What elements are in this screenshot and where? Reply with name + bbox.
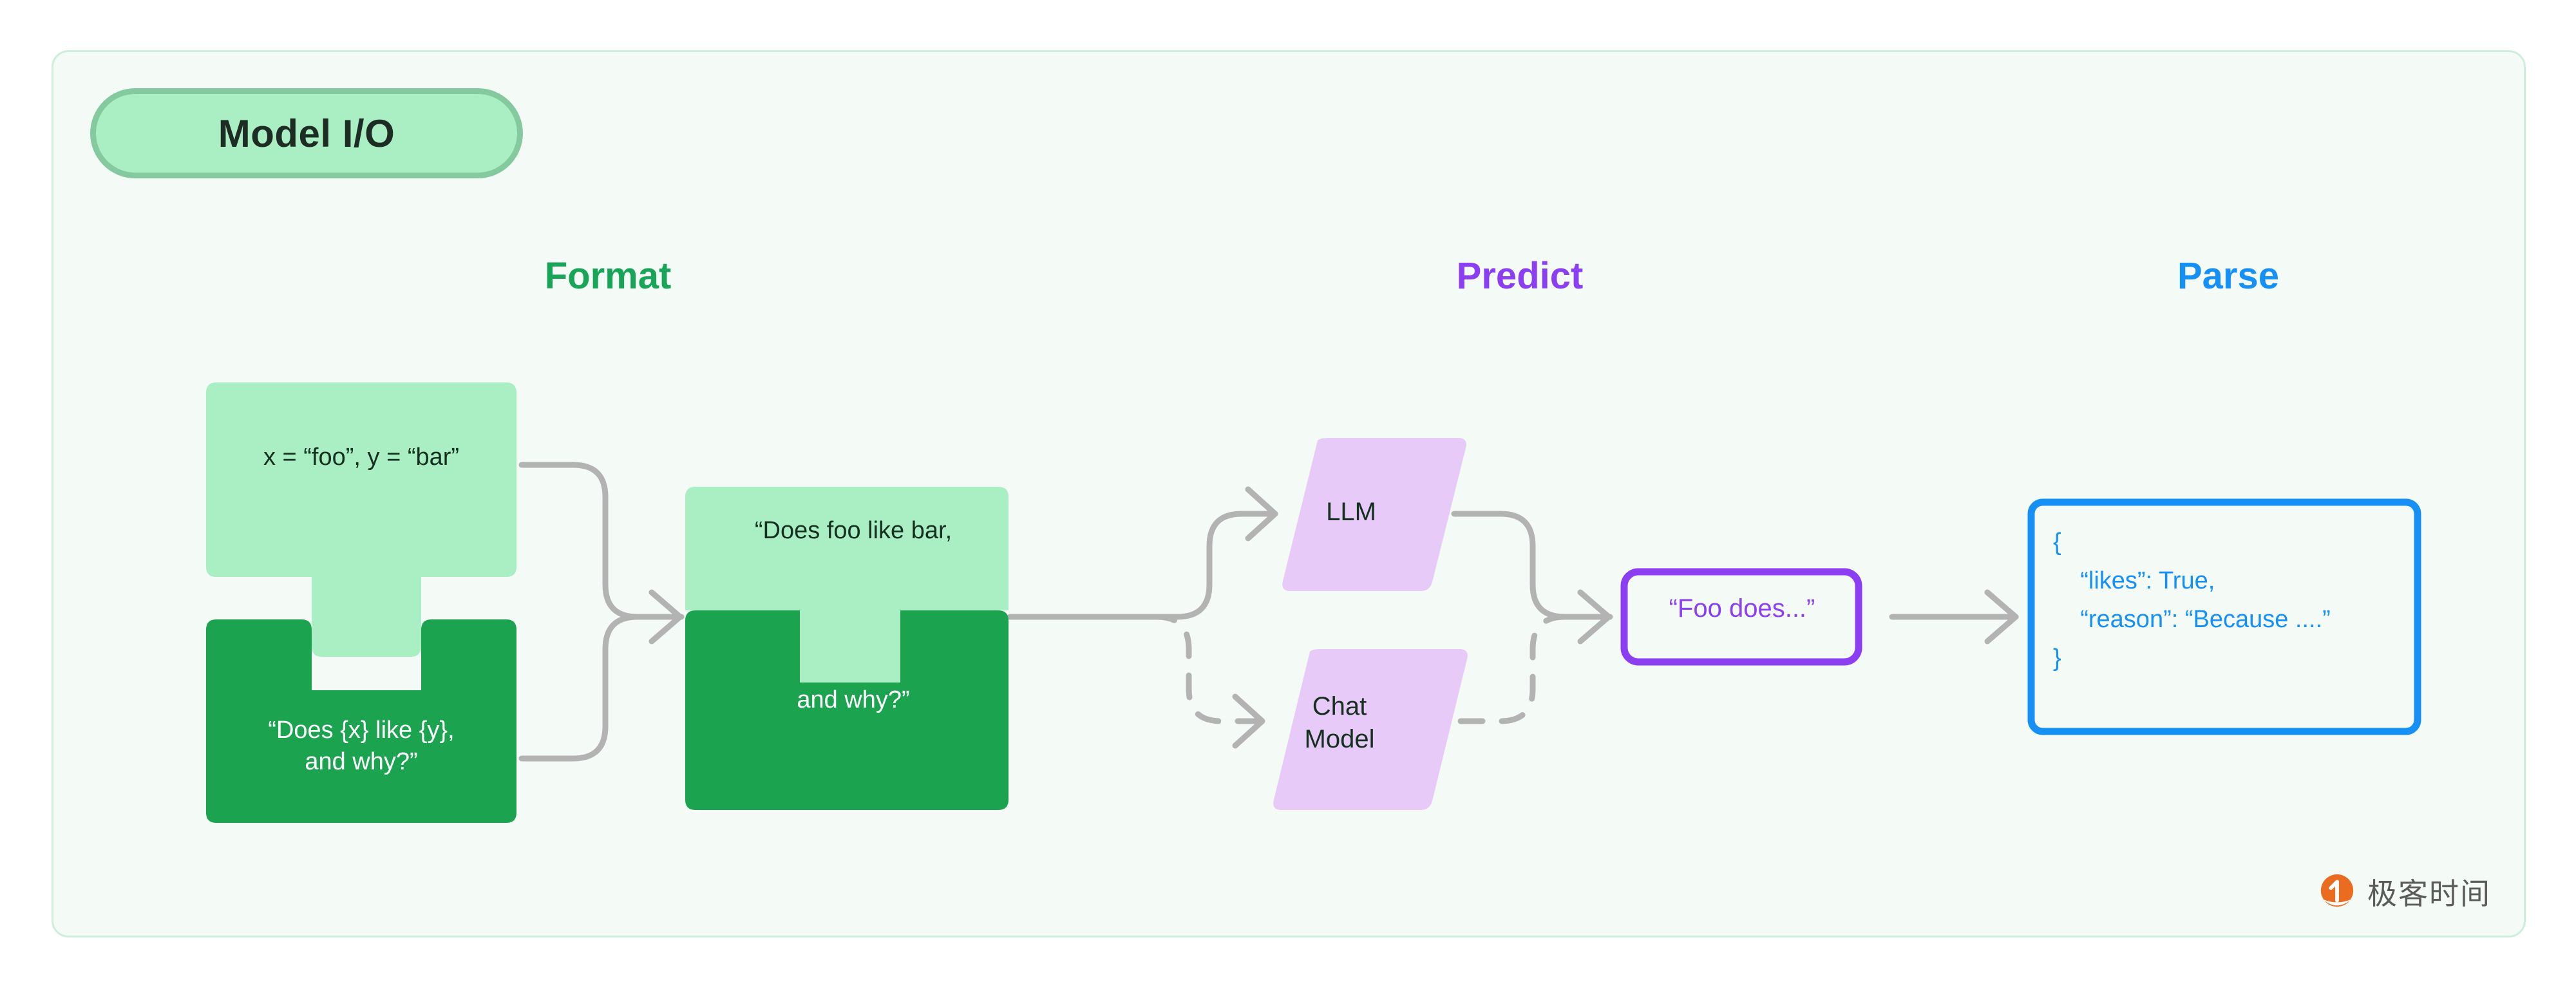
arrowhead-into-chat-model [1232, 693, 1265, 749]
parallelogram-chat-model [1273, 649, 1468, 810]
json-result-box [2027, 498, 2421, 735]
section-badge-label: Model I/O [218, 111, 395, 155]
column-heading-format: Format [544, 255, 672, 297]
watermark: 极客时间 [2318, 871, 2491, 913]
connector-branch-to-llm [1150, 511, 1278, 620]
connector-variables-to-combined [518, 462, 685, 620]
output-box-foo-does [1620, 568, 1862, 666]
connector-llm-to-output [1451, 511, 1613, 620]
section-badge-model-io: Model I/O [90, 88, 523, 178]
watermark-brand-text: 极客时间 [2367, 877, 2491, 910]
puzzle-piece-combined-top [685, 487, 1009, 683]
arrowhead-into-combined [649, 589, 683, 645]
column-heading-predict: Predict [1456, 255, 1584, 297]
column-heading-parse: Parse [2177, 255, 2280, 297]
arrowhead-into-json-box [1984, 589, 2019, 645]
puzzle-piece-combined-bottom [685, 610, 1009, 810]
puzzle-piece-variables [206, 382, 516, 657]
connector-chat-model-to-output [1457, 614, 1568, 724]
parallelogram-llm [1282, 438, 1466, 591]
geektime-logo-icon [2320, 874, 2354, 907]
arrowhead-into-llm [1245, 486, 1278, 542]
connector-template-to-combined [518, 614, 641, 762]
arrowhead-into-output-box [1577, 589, 1612, 645]
connector-branch-to-chat-model [1150, 614, 1265, 724]
puzzle-piece-template [206, 619, 516, 823]
